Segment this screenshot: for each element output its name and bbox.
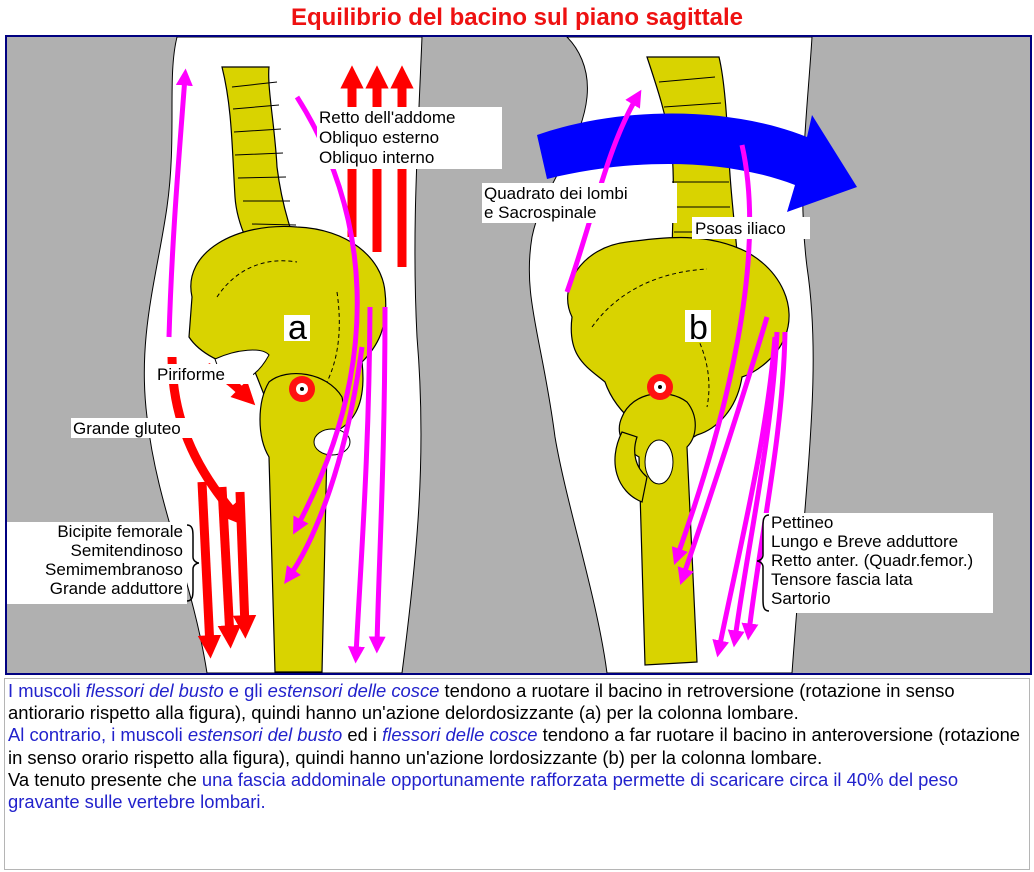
label-pettineo: Pettineo bbox=[771, 513, 833, 532]
label-obliquo-interno: Obliquo interno bbox=[319, 148, 434, 167]
label-sacrospinale: e Sacrospinale bbox=[484, 203, 596, 222]
notch-b bbox=[645, 440, 673, 484]
label-piriforme: Piriforme bbox=[157, 365, 225, 384]
p1-flessori-busto: flessori del busto bbox=[86, 680, 224, 701]
p2-conj: ed i bbox=[342, 724, 382, 745]
label-b: b bbox=[689, 309, 708, 347]
label-retto-anteriore: Retto anter. (Quadr.femor.) bbox=[771, 551, 973, 570]
paragraph-fascia: Va tenuto presente che una fascia addomi… bbox=[8, 769, 1026, 813]
label-semitendinoso: Semitendinoso bbox=[71, 541, 183, 560]
label-tensore-fascia-lata: Tensore fascia lata bbox=[771, 570, 913, 589]
diagram-svg: a b Retto dell'addome Obliquo esterno Ob… bbox=[7, 37, 1030, 673]
description-text: I muscoli flessori del busto e gli esten… bbox=[4, 678, 1030, 870]
label-semimembranoso: Semimembranoso bbox=[45, 560, 183, 579]
paragraph-anteroversione: Al contrario, i muscoli estensori del bu… bbox=[8, 724, 1026, 768]
label-a: a bbox=[288, 309, 307, 347]
label-lungo-breve-adduttore: Lungo e Breve adduttore bbox=[771, 532, 958, 551]
p2-estensori-busto: estensori del busto bbox=[188, 724, 342, 745]
hip-joint-a bbox=[289, 376, 315, 402]
page-title: Equilibrio del bacino sul piano sagittal… bbox=[0, 3, 1034, 33]
label-retto-addome: Retto dell'addome bbox=[319, 108, 456, 127]
p3-lead: Va tenuto presente che bbox=[8, 769, 202, 790]
paragraph-retroversione: I muscoli flessori del busto e gli esten… bbox=[8, 680, 1026, 724]
label-grande-adduttore: Grande adduttore bbox=[50, 579, 183, 598]
label-grande-gluteo: Grande gluteo bbox=[73, 419, 181, 438]
label-quadrato-lombi: Quadrato dei lombi bbox=[484, 184, 628, 203]
red-arrow-down-3 bbox=[240, 492, 245, 627]
label-obliquo-esterno: Obliquo esterno bbox=[319, 128, 439, 147]
p2-lead: Al contrario, i muscoli bbox=[8, 724, 188, 745]
label-bicipite-femorale: Bicipite femorale bbox=[57, 522, 183, 541]
pelvis-diagram: a b Retto dell'addome Obliquo esterno Ob… bbox=[5, 35, 1032, 675]
p1-estensori-cosce: estensori delle cosce bbox=[268, 680, 440, 701]
p1-lead: I muscoli bbox=[8, 680, 86, 701]
p1-conj: e gli bbox=[224, 680, 268, 701]
p2-flessori-cosce: flessori delle cosce bbox=[382, 724, 537, 745]
hip-joint-b bbox=[647, 374, 673, 400]
label-psoas-iliaco: Psoas iliaco bbox=[695, 219, 786, 238]
label-sartorio: Sartorio bbox=[771, 589, 831, 608]
